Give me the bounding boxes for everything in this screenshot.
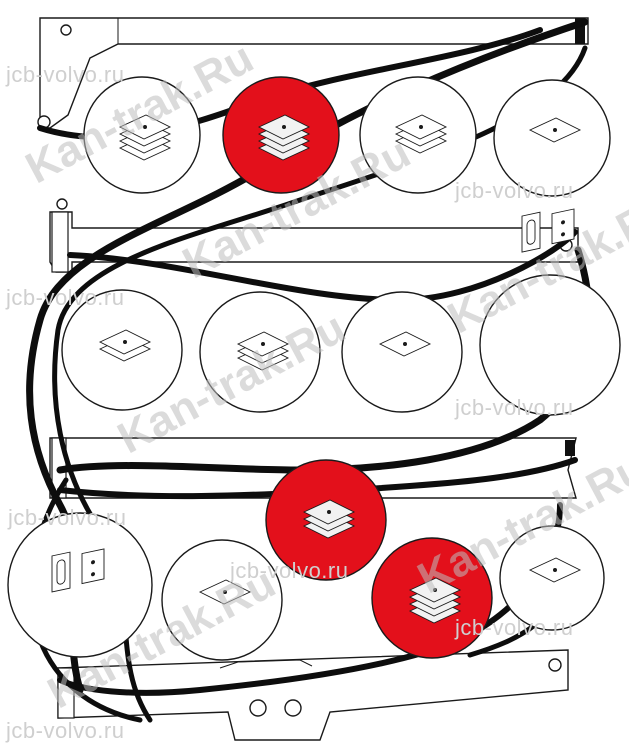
wear-pad-plate-holes (528, 117, 582, 143)
wear-pad-illustrations (51, 114, 582, 624)
wear-pad-slotted-pair (51, 548, 105, 593)
wear-pad-stack-3 (302, 499, 356, 539)
boom-section-2 (49, 198, 579, 273)
wear-pad-plate-holes (378, 331, 432, 357)
wear-pad-stack-3 (236, 331, 290, 371)
wear-pad-slotted-pair (521, 208, 575, 253)
wear-pad-stack-3 (394, 114, 448, 154)
wear-pad-plate-holes (198, 579, 252, 605)
wear-pad-stack-4 (257, 114, 311, 161)
wear-pad-plate-holes (528, 557, 582, 583)
wear-pad-stack-2 (98, 329, 152, 362)
wear-pad-stack-4 (118, 114, 172, 161)
wear-pad-stack-4 (408, 577, 462, 624)
